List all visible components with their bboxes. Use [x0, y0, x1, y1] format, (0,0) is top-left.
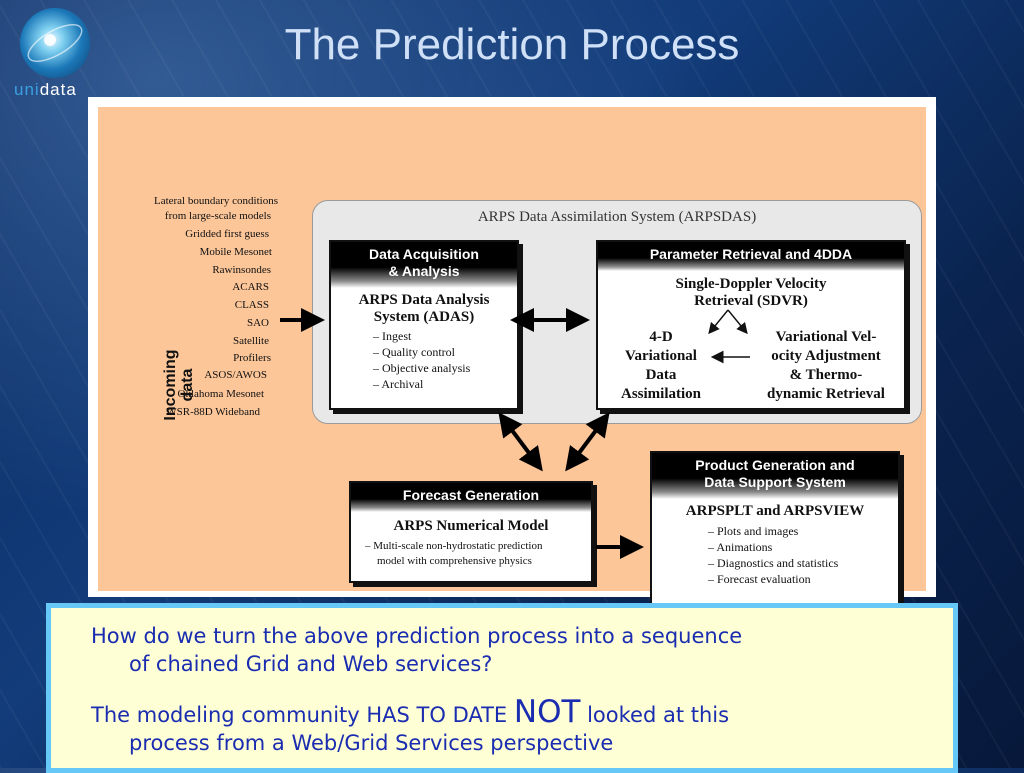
- label-line: & Thermo-: [789, 367, 863, 383]
- param-forecast-arrow: [565, 412, 610, 472]
- label-line: dynamic Retrieval: [767, 386, 885, 402]
- unidata-logo: unidata: [8, 6, 98, 99]
- label-line: Data: [645, 367, 677, 383]
- flow-arrows: [280, 308, 644, 559]
- orbit-logo-icon: [27, 24, 83, 62]
- forecast-generation-box: Forecast Generation ARPS Numerical Model…: [349, 481, 593, 583]
- incoming-sources-list: Lateral boundary conditions from large-s…: [98, 195, 278, 425]
- param-internal-arrows: [708, 309, 750, 364]
- data-acquisition-header: Data Acquisition & Analysis: [331, 242, 517, 288]
- parameter-retrieval-header: Parameter Retrieval and 4DDA: [598, 242, 904, 271]
- forecast-item: – Multi-scale non-hydrostatic prediction…: [351, 539, 591, 569]
- caption-text: The modeling community HAS TO DATE: [91, 703, 514, 727]
- logo-wordmark: unidata: [14, 80, 77, 100]
- product-items: – Plots and images – Animations – Diagno…: [652, 523, 898, 587]
- product-title: ARPSPLT and ARPSVIEW: [685, 503, 865, 519]
- incoming-source: Rawinsondes: [212, 264, 271, 276]
- incoming-source: Mobile Mesonet: [199, 246, 272, 258]
- list-item: – Forecast evaluation: [708, 572, 811, 586]
- label-line: Variational: [625, 348, 697, 364]
- caption-text: looked at this: [580, 703, 730, 727]
- title-line: System (ADAS): [373, 309, 475, 325]
- header-line: Data Acquisition: [369, 246, 479, 262]
- parameter-retrieval-box: Parameter Retrieval and 4DDA Single-Dopp…: [596, 240, 906, 410]
- incoming-source: CLASS: [234, 299, 269, 311]
- label-line: Assimilation: [620, 386, 701, 402]
- data-acquisition-box: Data Acquisition & Analysis ARPS Data An…: [329, 240, 519, 410]
- forecast-title: ARPS Numerical Model: [393, 518, 549, 534]
- forecast-generation-header: Forecast Generation: [351, 483, 591, 512]
- item-line: – Multi-scale non-hydrostatic prediction: [365, 540, 543, 552]
- variational-velocity-label: Variational Vel- ocity Adjustment & Ther…: [750, 328, 902, 404]
- caption-line: process from a Web/Grid Services perspec…: [129, 731, 614, 755]
- title-line: Single-Doppler Velocity: [675, 276, 827, 292]
- incoming-source: from large-scale models: [164, 210, 271, 222]
- header-line: Data Support System: [704, 474, 846, 490]
- product-generation-header: Product Generation and Data Support Syst…: [652, 453, 898, 499]
- incoming-source: Oklahoma Mesonet: [177, 388, 264, 400]
- list-item: – Plots and images: [708, 524, 799, 538]
- list-item: – Quality control: [373, 345, 455, 359]
- adas-items: – Ingest – Quality control – Objective a…: [331, 328, 517, 392]
- incoming-source: ASOS/AWOS: [204, 369, 267, 381]
- product-generation-box: Product Generation and Data Support Syst…: [650, 451, 900, 605]
- logo-text-data: data: [39, 80, 77, 99]
- adas-title: ARPS Data Analysis System (ADAS): [331, 292, 517, 326]
- diagram-background: Lateral boundary conditions from large-s…: [98, 107, 926, 605]
- list-item: – Objective analysis: [373, 361, 471, 375]
- incoming-source: Gridded first guess: [185, 228, 269, 240]
- adas-forecast-arrow: [498, 412, 543, 472]
- incoming-source: Satellite: [232, 335, 269, 347]
- header-line: & Analysis: [388, 263, 460, 279]
- sdvr-title: Single-Doppler Velocity Retrieval (SDVR): [598, 276, 904, 310]
- caption-line: of chained Grid and Web services?: [129, 652, 493, 676]
- title-line: Retrieval (SDVR): [694, 293, 808, 309]
- slide-title: The Prediction Process: [284, 20, 740, 69]
- incoming-source: ACARS: [232, 281, 269, 293]
- arpsdas-title: ARPS Data Assimilation System (ARPSDAS): [477, 209, 757, 225]
- caption-emphasis-not: NOT: [513, 694, 581, 730]
- list-item: – Archival: [373, 377, 424, 391]
- incoming-source: Profilers: [233, 352, 271, 364]
- split-arrow-left: [708, 309, 729, 335]
- label-line: Variational Vel-: [775, 329, 877, 345]
- list-item: – Diagnostics and statistics: [708, 556, 839, 570]
- caption-paragraph-1: How do we turn the above prediction proc…: [91, 622, 911, 678]
- caption-paragraph-2: The modeling community HAS TO DATE NOT l…: [91, 697, 911, 757]
- label-line: ocity Adjustment: [771, 348, 881, 364]
- caption-line: How do we turn the above prediction proc…: [91, 624, 743, 648]
- label-line: 4-D: [649, 329, 673, 345]
- incoming-source: SAO: [246, 317, 269, 329]
- list-item: – Ingest: [373, 329, 412, 343]
- item-line: model with comprehensive physics: [377, 555, 532, 567]
- title-line: ARPS Data Analysis: [358, 292, 490, 308]
- question-caption-box: How do we turn the above prediction proc…: [46, 603, 958, 773]
- 4d-variational-label: 4-D Variational Data Assimilation: [602, 328, 720, 404]
- list-item: – Animations: [708, 540, 773, 554]
- incoming-source: Lateral boundary conditions: [153, 195, 278, 207]
- header-line: Product Generation and: [695, 457, 855, 473]
- logo-text-uni: uni: [14, 80, 40, 99]
- diagram-frame: Lateral boundary conditions from large-s…: [88, 97, 936, 605]
- incoming-source: WSR-88D Wideband: [166, 406, 260, 418]
- split-arrow-right: [727, 309, 748, 335]
